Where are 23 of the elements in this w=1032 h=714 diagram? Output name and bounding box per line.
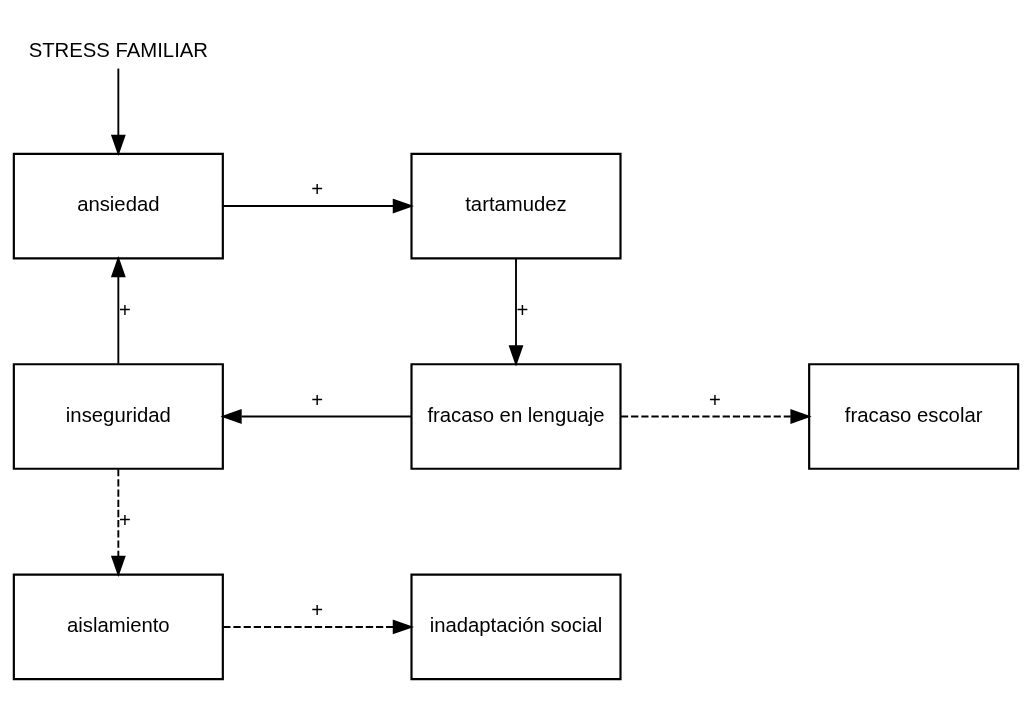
node-box: ansiedad — [12, 152, 224, 260]
node-box: fracaso en lenguaje — [410, 363, 622, 470]
arrow — [222, 619, 414, 635]
arrow — [508, 257, 524, 367]
arrow — [110, 255, 126, 365]
arrow — [620, 409, 812, 424]
arrow — [110, 67, 126, 157]
arrow — [222, 198, 414, 214]
node-box: aislamiento — [12, 573, 224, 681]
node-box: inadaptación social — [410, 573, 622, 681]
arrow — [110, 468, 126, 577]
edge-label: + — [118, 509, 131, 532]
arrow — [220, 409, 413, 424]
edge-label: + — [311, 388, 324, 411]
node-box: tartamudez — [410, 152, 622, 260]
edge-label: + — [516, 298, 529, 321]
edge-label: + — [118, 298, 131, 321]
node-text: STRESS FAMILIAR — [28, 38, 209, 61]
edge-label: + — [311, 178, 324, 201]
node-box: fracaso escolar — [808, 363, 1020, 470]
node-box: inseguridad — [12, 363, 224, 470]
edge-label: + — [708, 388, 721, 411]
edge-label: + — [311, 599, 324, 622]
